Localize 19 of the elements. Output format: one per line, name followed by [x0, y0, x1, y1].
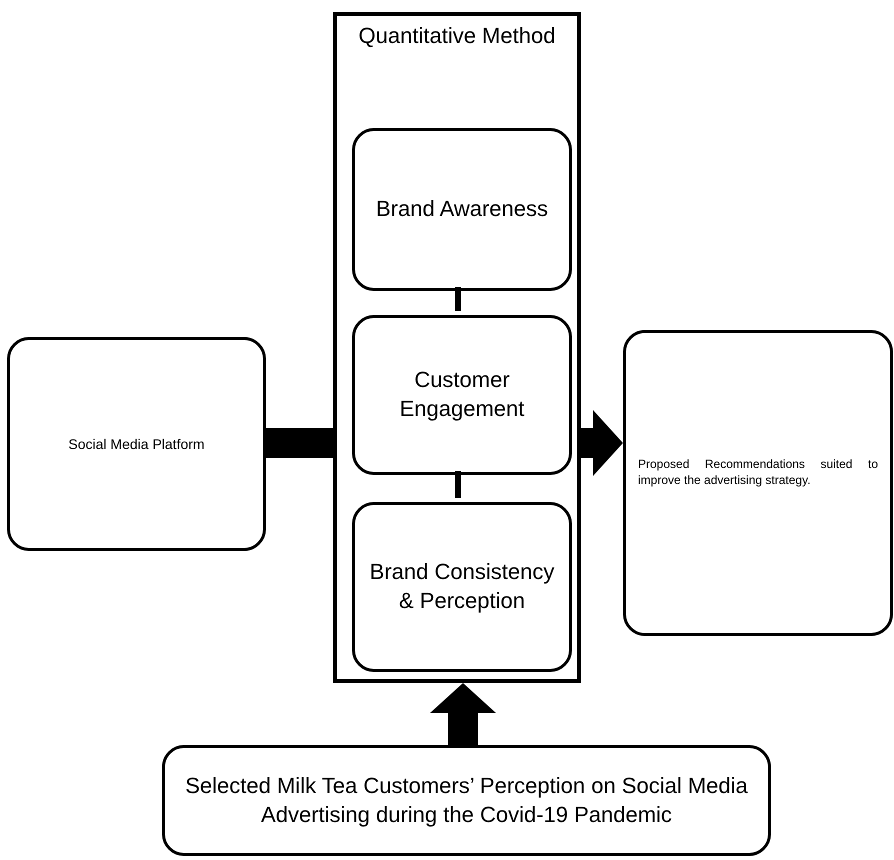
process-box — [352, 502, 572, 672]
process-box — [352, 128, 572, 291]
box-label: Brand Awareness — [376, 195, 548, 224]
connector-line — [266, 428, 333, 458]
connector-line — [455, 471, 461, 498]
box-label: Customer Engagement — [398, 366, 526, 423]
process-box — [162, 745, 771, 856]
process-box — [352, 315, 572, 475]
group-title: Quantitative Method — [358, 22, 556, 50]
box-label: Brand Consistency & Perception — [368, 558, 556, 615]
connector-line — [455, 287, 461, 311]
box-label: Proposed Recommendations suited to improve the advertising strategy. — [638, 457, 878, 488]
process-box — [623, 330, 893, 636]
process-box — [7, 337, 266, 551]
box-label: Selected Milk Tea Customers’ Perception on Social Media Advertising during the Covid-19 Pandemic — [184, 772, 749, 829]
group-box — [333, 12, 581, 683]
box-label: Social Media Platform — [68, 434, 205, 454]
arrow — [430, 683, 496, 745]
arrow — [581, 410, 623, 476]
